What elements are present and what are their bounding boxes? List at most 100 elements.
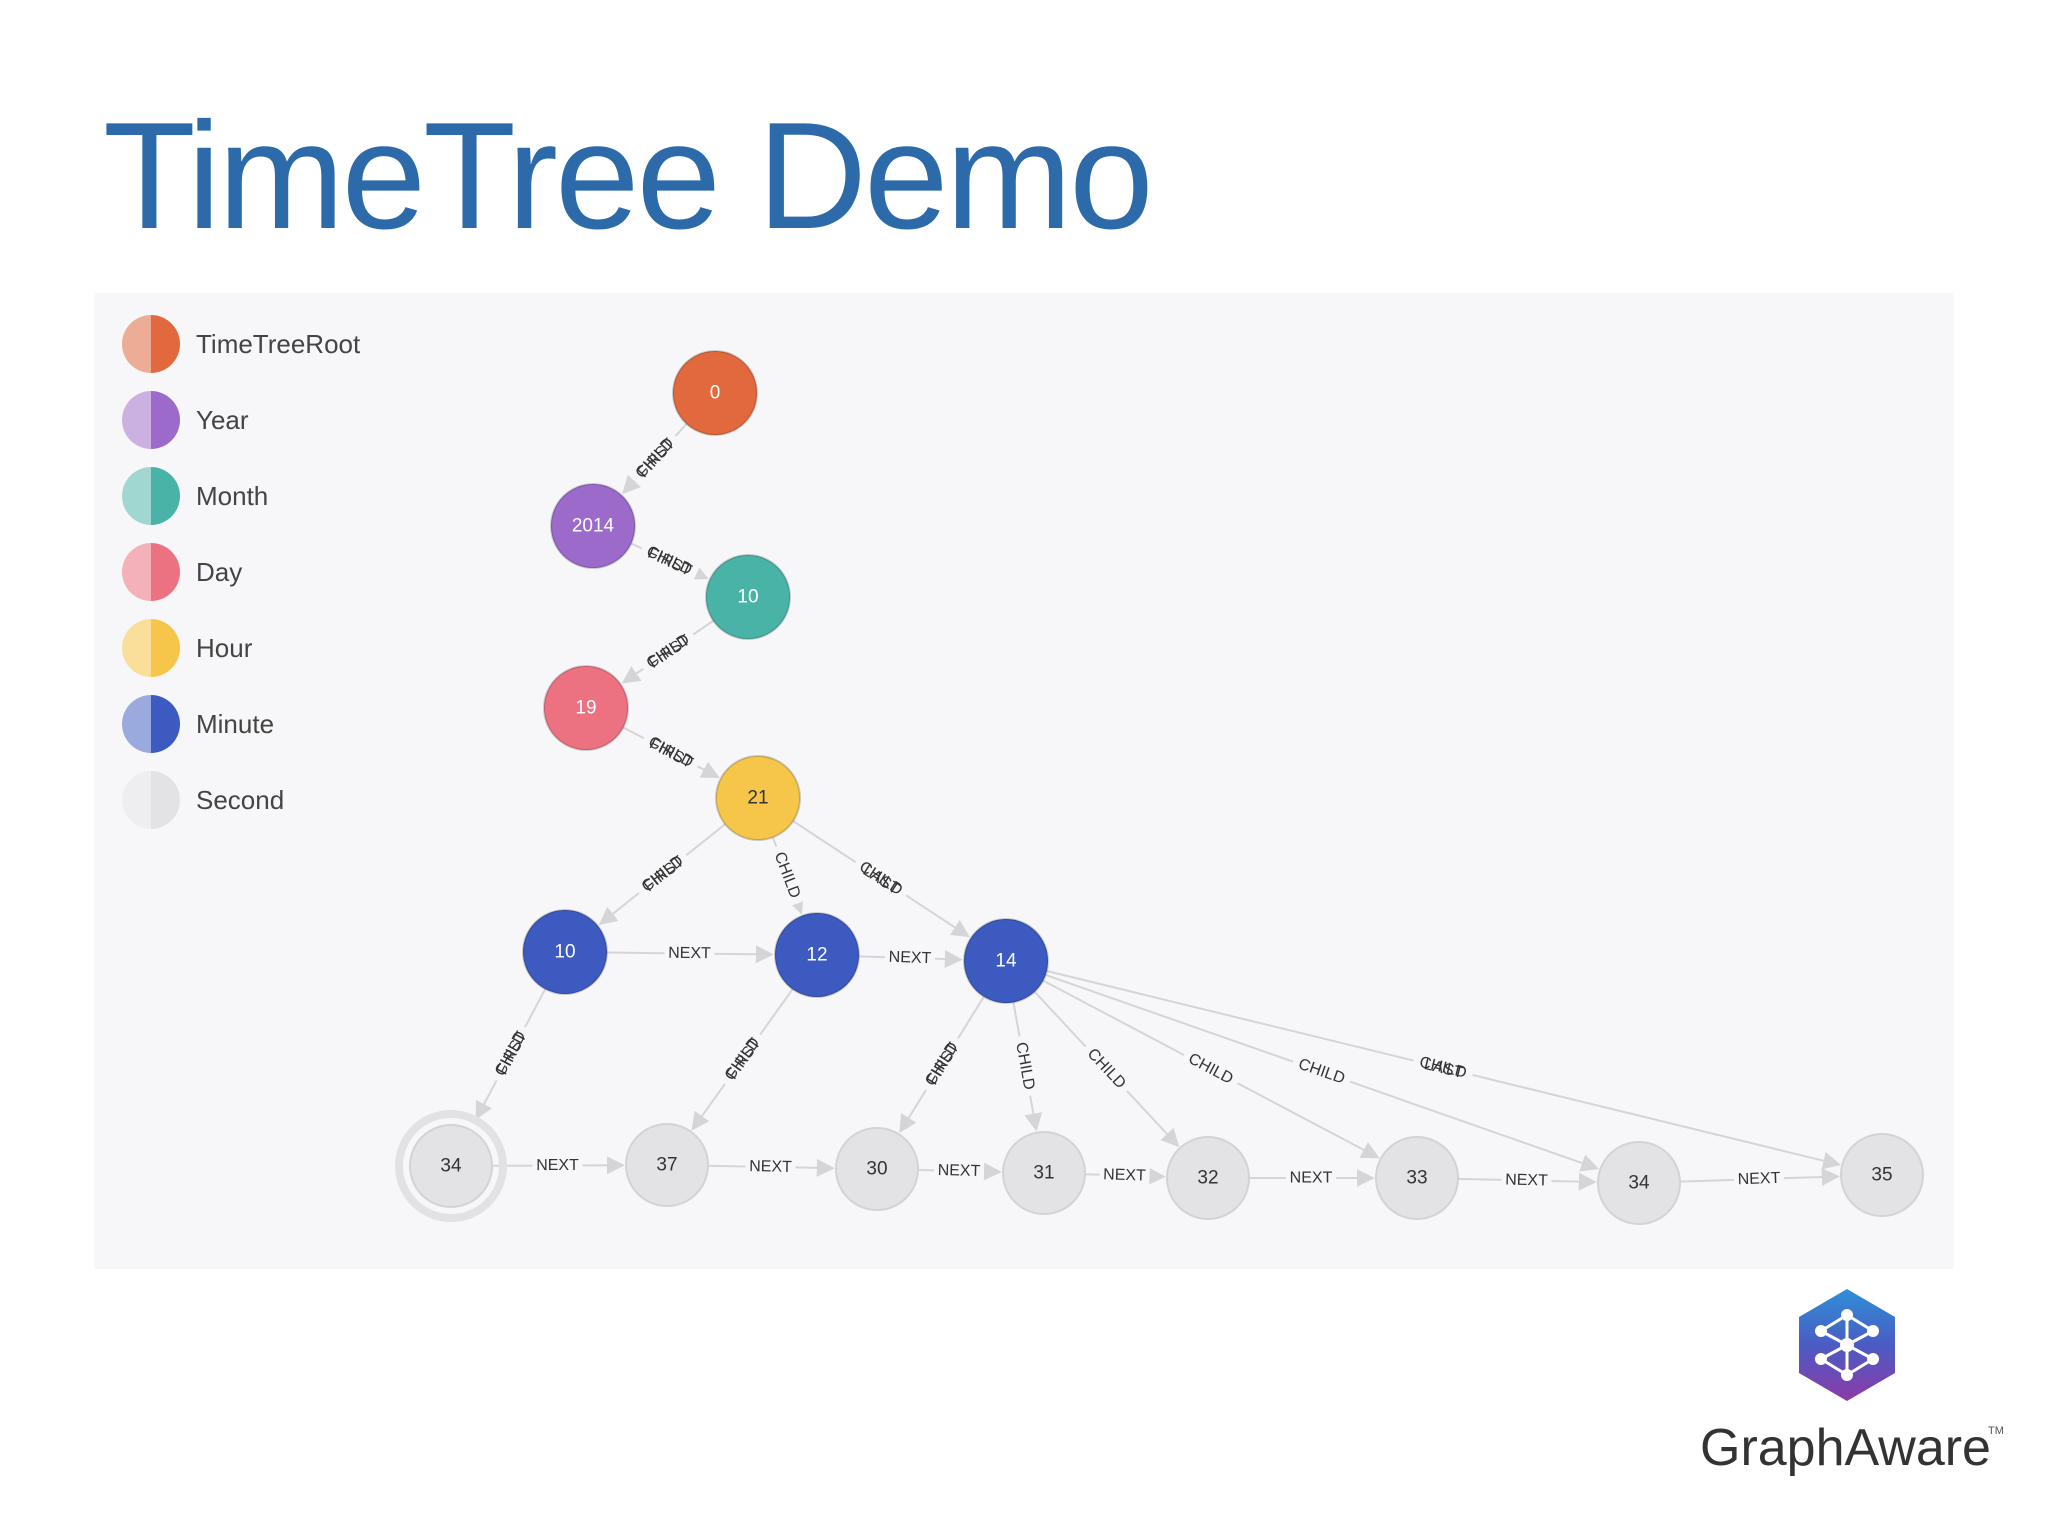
node-label: 10 [554,942,575,963]
node-label: 34 [1628,1173,1650,1194]
node-circle [1840,1133,1924,1217]
node-circle [715,755,801,841]
legend-item-month[interactable]: Month [122,467,268,525]
node-circle [543,665,629,751]
edge-label-bg [532,1155,583,1176]
edge-next-s32-s33[interactable]: NEXT [1249,1168,1375,1188]
edge-label: NEXT [664,943,715,964]
node-circle [522,909,608,995]
edge-label-text: CHILD [1084,1045,1129,1092]
node-circle [1002,1131,1086,1215]
edge-label-text: NEXT [668,945,711,963]
edge-label-bg [639,729,703,776]
edge-child-m14-s31[interactable]: CHILD [1009,1002,1043,1132]
legend-swatch-left [122,695,151,753]
legend-swatch-left [122,391,151,449]
edge-label-text: CHILD [1185,1050,1235,1087]
brand-wordmark: GraphAware [1700,1419,1991,1477]
legend-label: Year [196,405,249,435]
edge-label-overlay: FIRST [645,545,694,580]
legend-label: Hour [196,633,253,663]
edge-next-s33-s34b[interactable]: NEXT [1457,1169,1597,1192]
node-timetreeroot-root[interactable]: 0 [672,350,758,436]
node-second-s37[interactable]: 37 [625,1123,709,1207]
legend-swatch-right [151,543,180,601]
node-year-year[interactable]: 2014 [550,483,636,569]
node-label: 19 [575,698,596,719]
edge-label-bg [766,843,807,907]
node-second-s34a[interactable]: 34 [395,1110,507,1222]
edge-label-bg [637,626,699,677]
edge-next-s34b-s35[interactable]: NEXT [1679,1167,1840,1190]
node-second-s34b[interactable]: 34 [1597,1141,1681,1225]
legend-item-minute[interactable]: Minute [122,695,274,753]
edge-next-s31-s32[interactable]: NEXT [1084,1164,1166,1187]
edge-label: NEXT [745,1156,796,1178]
legend-label: TimeTreeRoot [196,329,361,359]
legend-item-year[interactable]: Year [122,391,249,449]
edge-label: CHILD [1078,1039,1135,1098]
edge-child-hour-m12[interactable]: CHILD [766,836,807,915]
slide-title: TimeTree Demo [103,91,1154,261]
edge-child-m14-s34b[interactable]: CHILD [1045,973,1600,1172]
edge-label-bg [1289,1052,1354,1092]
edge-next-m12-m14[interactable]: NEXT [858,947,963,969]
edge-label-bg [1411,1050,1475,1085]
node-minute-m14[interactable]: 14 [963,918,1049,1004]
edge-next-s37-s30[interactable]: NEXT [707,1156,835,1178]
node-second-s35[interactable]: 35 [1840,1133,1924,1217]
node-circle [550,483,636,569]
legend-item-second[interactable]: Second [122,771,284,829]
node-hour-hour[interactable]: 21 [715,755,801,841]
legend-item-hour[interactable]: Hour [122,619,253,677]
node-second-s30[interactable]: 30 [835,1127,919,1211]
edge-next-m10-m12[interactable]: NEXT [606,943,774,964]
edge-label-overlay: FIRST [494,1029,531,1078]
node-second-s31[interactable]: 31 [1002,1131,1086,1215]
node-label: 31 [1033,1163,1054,1184]
edge-label-bg [1009,1034,1041,1098]
node-second-s32[interactable]: 32 [1166,1136,1250,1220]
node-month-month[interactable]: 10 [705,554,791,640]
legend-swatch-right [151,695,180,753]
node-day-day[interactable]: 19 [543,665,629,751]
edge-label-bg [1733,1168,1785,1190]
edges-layer: CHILDFIRSTCHILDFIRSTCHILDFIRSTCHILDFIRST… [475,423,1842,1192]
node-second-s33[interactable]: 33 [1375,1136,1459,1220]
edge-label-text: NEXT [1103,1166,1146,1184]
legend-item-timetreeroot[interactable]: TimeTreeRoot [122,315,361,373]
edge-label: CHILD [1289,1052,1354,1092]
edge-label-bg [632,847,693,901]
node-minute-m10[interactable]: 10 [522,909,608,995]
edge-next-s34a-s37[interactable]: NEXT [491,1155,625,1176]
legend-swatch-left [122,543,151,601]
node-label: 34 [440,1156,462,1177]
edge-label-text: NEXT [1290,1170,1333,1187]
brand-trademark: TM [1988,1425,2004,1437]
node-label: 0 [710,383,721,404]
edge-label-bg [664,943,715,964]
edge-label-bg [917,1033,967,1096]
edge-label-text: NEXT [937,1162,980,1180]
edge-next-s30-s31[interactable]: NEXT [917,1160,1002,1182]
edge-label: CHILD [766,843,807,907]
edge-label-bg [487,1022,534,1086]
edge-label: NEXT [1286,1168,1336,1188]
legend-item-day[interactable]: Day [122,543,242,601]
node-minute-m12[interactable]: 12 [774,912,860,998]
legend-swatch-left [122,467,151,525]
node-label: 35 [1871,1165,1892,1186]
